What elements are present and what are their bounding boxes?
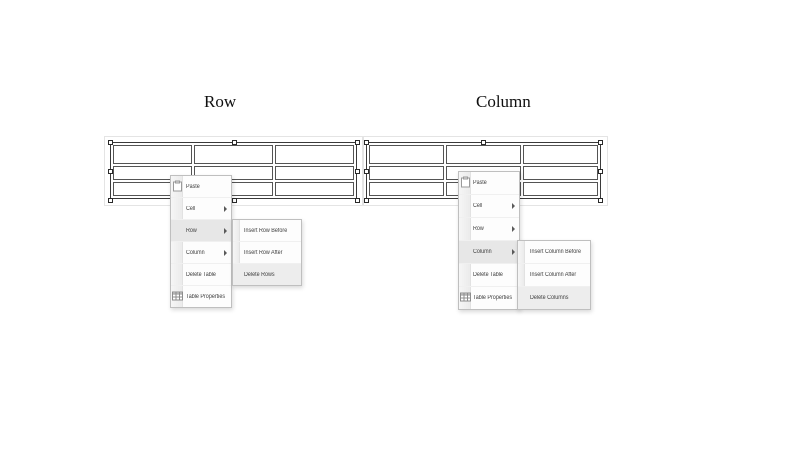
table-row xyxy=(369,145,598,164)
menu-item-column[interactable]: Column xyxy=(459,240,519,263)
row-section-heading: Row xyxy=(204,92,237,111)
table-icon xyxy=(172,291,183,302)
table-row xyxy=(113,182,354,196)
column-context-menu: Paste Cell Row Column Delete Table Table… xyxy=(458,171,520,310)
row-demo-table[interactable] xyxy=(110,142,357,199)
menu-item-delete-rows[interactable]: Delete Rows xyxy=(233,263,301,285)
menu-item-cell[interactable]: Cell xyxy=(171,197,231,219)
resize-handle[interactable] xyxy=(364,140,369,145)
submenu-arrow-icon xyxy=(512,226,515,232)
column-section-heading: Column xyxy=(476,92,531,111)
resize-handle[interactable] xyxy=(232,198,237,203)
menu-item-cell[interactable]: Cell xyxy=(459,194,519,217)
resize-handle[interactable] xyxy=(364,198,369,203)
menu-item-row[interactable]: Row xyxy=(459,217,519,240)
table-cell[interactable] xyxy=(275,145,354,164)
submenu-arrow-icon xyxy=(512,249,515,255)
column-submenu: Insert Column Before Insert Column After… xyxy=(517,240,591,310)
submenu-arrow-icon xyxy=(224,227,227,234)
table-cell[interactable] xyxy=(369,166,444,180)
table-row xyxy=(113,145,354,164)
resize-handle[interactable] xyxy=(598,198,603,203)
resize-handle[interactable] xyxy=(108,198,113,203)
row-submenu: Insert Row Before Insert Row After Delet… xyxy=(232,219,302,286)
menu-item-delete-columns[interactable]: Delete Columns xyxy=(518,286,590,309)
paste-icon xyxy=(173,180,182,193)
resize-handle[interactable] xyxy=(108,169,113,174)
table-cell[interactable] xyxy=(369,145,444,164)
table-cell[interactable] xyxy=(275,182,354,196)
table-cell[interactable] xyxy=(194,145,273,164)
submenu-arrow-icon xyxy=(224,205,227,212)
paste-icon xyxy=(461,176,470,190)
table-cell[interactable] xyxy=(523,145,598,164)
table-cell[interactable] xyxy=(275,166,354,180)
menu-item-paste[interactable]: Paste xyxy=(171,176,231,197)
resize-handle[interactable] xyxy=(108,140,113,145)
menu-item-column[interactable]: Column xyxy=(171,241,231,263)
menu-icon-gutter xyxy=(233,220,240,285)
menu-item-insert-row-before[interactable]: Insert Row Before xyxy=(244,227,288,234)
menu-item-paste[interactable]: Paste xyxy=(459,172,519,194)
resize-handle[interactable] xyxy=(598,140,603,145)
resize-handle[interactable] xyxy=(355,169,360,174)
submenu-arrow-icon xyxy=(224,249,227,256)
table-row xyxy=(113,166,354,180)
menu-item-insert-column-after[interactable]: Insert Column After xyxy=(518,263,590,286)
menu-item-delete-table[interactable]: Delete Table xyxy=(171,263,231,285)
table-selection-outline xyxy=(104,136,364,206)
table-cell[interactable] xyxy=(446,145,521,164)
table-cell[interactable] xyxy=(523,182,598,196)
row-context-menu: Paste Cell Row Column Delete Table Table… xyxy=(170,175,232,308)
resize-handle[interactable] xyxy=(232,140,237,145)
resize-handle[interactable] xyxy=(364,169,369,174)
menu-item-insert-row-after[interactable]: Insert Row After xyxy=(233,241,301,263)
menu-item-table-properties[interactable]: Table Properties xyxy=(171,285,231,307)
menu-item-row[interactable]: Row xyxy=(171,219,231,241)
resize-handle[interactable] xyxy=(355,140,360,145)
menu-item-delete-table[interactable]: Delete Table xyxy=(459,263,519,286)
table-icon xyxy=(460,292,471,304)
table-cell[interactable] xyxy=(523,166,598,180)
resize-handle[interactable] xyxy=(598,169,603,174)
submenu-arrow-icon xyxy=(512,203,515,209)
table-cell[interactable] xyxy=(369,182,444,196)
menu-item-insert-column-before[interactable]: Insert Column Before xyxy=(530,249,582,255)
table-cell[interactable] xyxy=(113,145,192,164)
menu-item-table-properties[interactable]: Table Properties xyxy=(459,286,519,309)
resize-handle[interactable] xyxy=(355,198,360,203)
menu-icon-gutter xyxy=(518,241,525,309)
resize-handle[interactable] xyxy=(481,140,486,145)
